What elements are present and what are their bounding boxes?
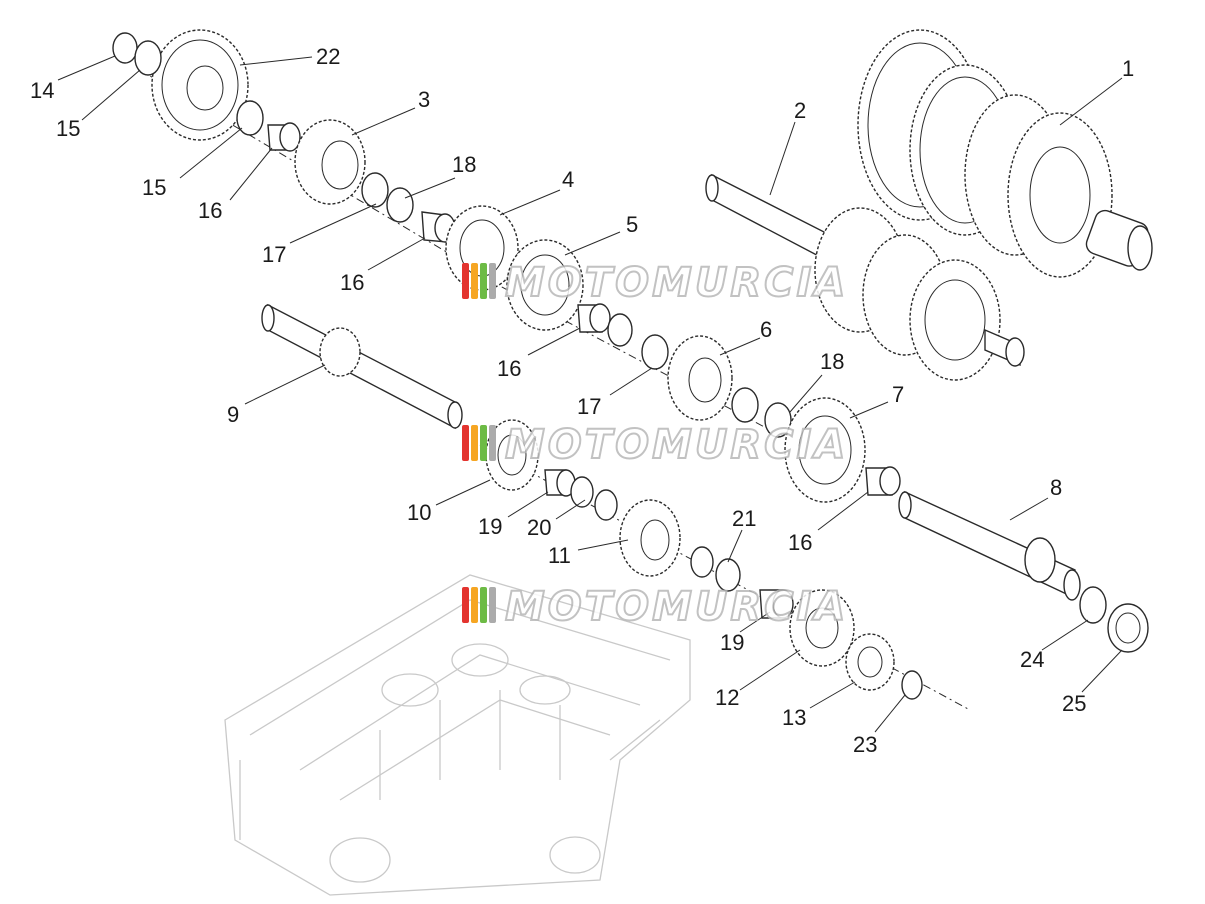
callout-3: 3 [418, 87, 430, 112]
callout-7: 7 [892, 382, 904, 407]
callout-15b: 15 [142, 175, 166, 200]
part-12-gear [789, 589, 855, 667]
part-6-gear [641, 334, 733, 421]
callout-15a: 15 [56, 116, 80, 141]
leader-lines [57, 55, 1123, 733]
part-3-gear [294, 119, 366, 205]
part-2-shaft [705, 173, 1025, 381]
part-16-bearing-c [577, 303, 633, 347]
callout-16c: 16 [497, 356, 521, 381]
watermark-text: MOTOMURCIA [505, 422, 848, 468]
callout-17a: 17 [262, 242, 286, 267]
callout-25: 25 [1062, 691, 1086, 716]
crankcase-ghost [224, 574, 691, 896]
callout-17b: 17 [577, 394, 601, 419]
watermark-text: MOTOMURCIA [505, 260, 848, 306]
callout-16a: 16 [198, 198, 222, 223]
callout-18b: 18 [820, 349, 844, 374]
callout-14: 14 [30, 78, 54, 103]
callout-5: 5 [626, 212, 638, 237]
callout-10: 10 [407, 500, 431, 525]
watermark-3: MOTOMURCIA [462, 583, 848, 631]
callout-20: 20 [527, 515, 551, 540]
part-17-18-rings-b [731, 387, 792, 438]
part-1-gear-cluster [857, 29, 1153, 278]
callout-16d: 16 [788, 530, 812, 555]
part-11-gear [619, 499, 681, 577]
part-16-bearing-a [267, 122, 301, 152]
callout-1: 1 [1122, 56, 1134, 81]
part-16-bearing-d [865, 466, 901, 496]
part-14-15-rings [112, 32, 264, 136]
callout-16b: 16 [340, 270, 364, 295]
part-5-gear [506, 239, 584, 331]
part-19-bearing-b [759, 589, 794, 619]
callout-6: 6 [760, 317, 772, 342]
callout-12: 12 [715, 685, 739, 710]
watermark-2: MOTOMURCIA [462, 421, 848, 469]
watermark-1: MOTOMURCIA [462, 259, 848, 307]
part-13-gear [845, 633, 895, 691]
callout-19a: 19 [478, 514, 502, 539]
callout-18a: 18 [452, 152, 476, 177]
callout-labels: 1 2 3 4 5 6 7 8 9 10 11 12 13 14 15 15 1… [30, 44, 1134, 757]
callout-19b: 19 [720, 630, 744, 655]
part-8-shaft [898, 490, 1081, 601]
watermark-text: MOTOMURCIA [505, 584, 848, 630]
part-21-rings [690, 546, 741, 592]
part-19-20-a [544, 469, 618, 521]
callout-23: 23 [853, 732, 877, 757]
part-17-18-rings-a [361, 172, 414, 223]
callout-4: 4 [562, 167, 574, 192]
callout-21: 21 [732, 506, 756, 531]
callout-13: 13 [782, 705, 806, 730]
part-9-shaft [261, 303, 463, 430]
callout-24: 24 [1020, 647, 1044, 672]
callout-9: 9 [227, 402, 239, 427]
callout-2: 2 [794, 98, 806, 123]
callout-11: 11 [548, 543, 571, 568]
part-22-gear [151, 29, 249, 141]
callout-22: 22 [316, 44, 340, 69]
part-23-circlip [901, 670, 923, 700]
part-7-gear [784, 397, 866, 503]
callout-8: 8 [1050, 475, 1062, 500]
part-24-25 [1079, 586, 1149, 653]
